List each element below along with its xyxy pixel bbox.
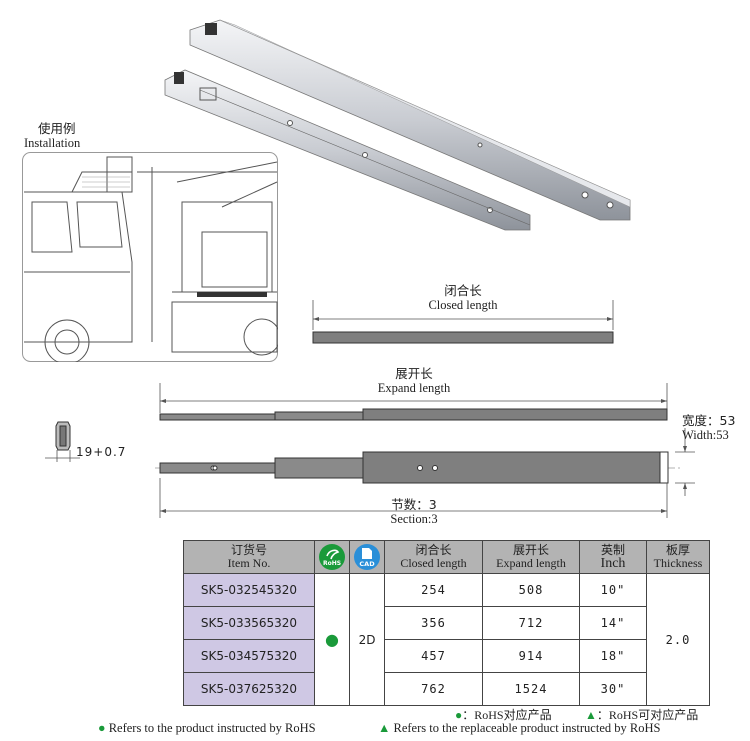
installation-title-zh: 使用例 bbox=[38, 121, 76, 136]
inch-cell: 10" bbox=[579, 573, 647, 607]
item-no-cell: SK5-032545320 bbox=[183, 573, 315, 607]
closed-length-cell: 762 bbox=[384, 672, 483, 706]
expand-length-diagram bbox=[155, 383, 695, 518]
inch-cell: 14" bbox=[579, 606, 647, 640]
closed-length-label: 闭合长 Closed length bbox=[313, 283, 613, 313]
section-zh: 节数：3 bbox=[391, 497, 437, 512]
profile-dimension: 19+0.7 bbox=[76, 445, 127, 459]
table-row: SK5-034575320 457 914 18" bbox=[183, 639, 710, 673]
width-zh: 宽度：53 bbox=[682, 413, 736, 428]
item-no-cell: SK5-033565320 bbox=[183, 606, 315, 640]
installation-title-en: Installation bbox=[24, 136, 81, 150]
table-row: SK5-037625320 762 1524 30" bbox=[183, 672, 710, 706]
expand-length-cell: 712 bbox=[482, 606, 580, 640]
closed-length-zh: 闭合长 bbox=[444, 283, 482, 298]
closed-length-en: Closed length bbox=[428, 298, 498, 312]
expand-length-en: Expand length bbox=[377, 381, 451, 395]
closed-length-cell: 254 bbox=[384, 573, 483, 607]
header-cad: CAD bbox=[349, 540, 385, 574]
legend-replaceable-zh: ▲：RoHS可对应产品 bbox=[585, 708, 699, 722]
rohs-cell: ● bbox=[314, 573, 350, 706]
expand-length-cell: 1524 bbox=[482, 672, 580, 706]
table-row: SK5-032545320 ● 2D 254 508 10" 2.0 bbox=[183, 573, 710, 706]
width-en: Width:53 bbox=[682, 428, 729, 442]
section-label: 节数：3 Section:3 bbox=[160, 497, 668, 527]
cad-icon: CAD bbox=[354, 544, 380, 570]
profile-cross-section bbox=[45, 421, 80, 462]
legend-replaceable-en: ▲ Refers to the replaceable product inst… bbox=[378, 721, 661, 735]
expand-length-label: 展开长 Expand length bbox=[160, 366, 668, 396]
header-rohs: RoHS bbox=[314, 540, 350, 574]
svg-text:CAD: CAD bbox=[359, 560, 375, 568]
section-en: Section:3 bbox=[390, 512, 438, 526]
legend-rohs-zh: ●：RoHS对应产品 bbox=[455, 708, 552, 722]
width-label: 宽度：53 Width:53 bbox=[682, 413, 736, 443]
rohs-icon: RoHS bbox=[319, 544, 345, 570]
item-no-cell: SK5-034575320 bbox=[183, 639, 315, 673]
expand-length-cell: 508 bbox=[482, 573, 580, 607]
svg-text:RoHS: RoHS bbox=[323, 560, 341, 567]
inch-cell: 30" bbox=[579, 672, 647, 706]
closed-length-cell: 356 bbox=[384, 606, 483, 640]
expand-length-cell: 914 bbox=[482, 639, 580, 673]
inch-cell: 18" bbox=[579, 639, 647, 673]
table-row: SK5-033565320 356 712 14" bbox=[183, 606, 710, 640]
closed-length-diagram bbox=[312, 300, 614, 344]
slide-product-image bbox=[164, 19, 631, 231]
installation-label: 使用例 Installation bbox=[24, 121, 81, 151]
closed-length-cell: 457 bbox=[384, 639, 483, 673]
item-no-cell: SK5-037625320 bbox=[183, 672, 315, 706]
cad-cell: 2D bbox=[349, 573, 385, 706]
installation-illustration bbox=[22, 152, 278, 362]
thickness-cell: 2.0 bbox=[646, 573, 710, 706]
expand-length-zh: 展开长 bbox=[395, 366, 433, 381]
legend-rohs-en: ● Refers to the product instructed by Ro… bbox=[98, 721, 316, 735]
